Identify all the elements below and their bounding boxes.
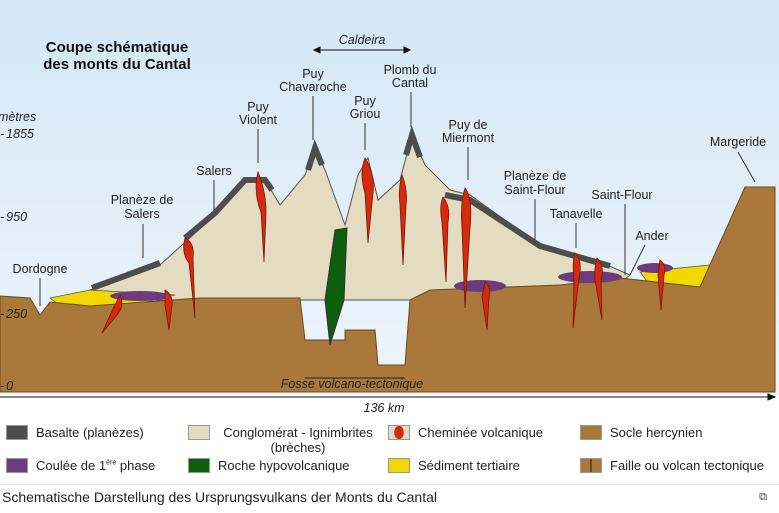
hypovolcanic-rock (324, 227, 348, 346)
basalt-layer (90, 260, 162, 291)
svg-text:Ander: Ander (635, 229, 668, 243)
axis-tick: -950 (0, 210, 27, 224)
basalt-layer (305, 139, 325, 171)
svg-text:Cantal: Cantal (392, 76, 428, 90)
svg-text:Griou: Griou (350, 107, 381, 121)
svg-text:Plomb du: Plomb du (384, 63, 437, 77)
svg-text:Puy: Puy (302, 67, 324, 81)
svg-text:Salers: Salers (124, 207, 159, 221)
conglomerate-swatch (188, 425, 210, 440)
svg-text:Puy: Puy (354, 94, 376, 108)
diagram-title: des monts du Cantal (43, 56, 191, 73)
image-caption: Schematische Darstellung des Ursprungsvu… (0, 484, 779, 513)
socle-swatch (580, 425, 602, 440)
basalt-layer (403, 125, 423, 159)
svg-text:Planèze de: Planèze de (111, 193, 174, 207)
enlarge-icon[interactable]: ⧉ (759, 491, 767, 503)
chimney-swatch (388, 425, 410, 440)
svg-text:Puy: Puy (247, 100, 269, 114)
axis-tick: -1855 (0, 127, 34, 141)
diagram-title: Coupe schématique (46, 39, 189, 56)
caldeira-label: Caldeira (339, 33, 386, 47)
axis-tick: -250 (0, 307, 27, 321)
svg-text:Tanavelle: Tanavelle (550, 207, 603, 221)
svg-text:Saint-Flour: Saint-Flour (504, 183, 565, 197)
flow-swatch (6, 458, 28, 473)
fosse-label: Fosse volcano-tectonique (281, 377, 423, 391)
legend-conglomerate: Conglomérat - Ignimbrites (brèches) (188, 425, 378, 455)
hypovolcanic-swatch (188, 458, 210, 473)
svg-text:Chavaroche: Chavaroche (279, 80, 346, 94)
svg-text:Puy de: Puy de (449, 118, 488, 132)
svg-text:Margeride: Margeride (710, 135, 766, 149)
svg-text:Dordogne: Dordogne (13, 262, 68, 276)
fault-swatch (580, 458, 602, 473)
volcanic-chimneys (101, 157, 666, 334)
svg-text:Planèze de: Planèze de (504, 169, 567, 183)
basalt-swatch (6, 425, 28, 440)
legend-basalt: Basalte (planèzes) (6, 425, 144, 440)
cantal-cross-section-diagram: Coupe schématique des monts du Cantal mè… (0, 0, 779, 415)
basalt-layer (183, 177, 275, 241)
legend-hypovolcanic: Roche hypovolcanique (188, 458, 350, 473)
svg-text:Violent: Violent (239, 113, 278, 127)
legend-sediment: Sédiment tertiaire (388, 458, 520, 473)
svg-text:Miermont: Miermont (442, 131, 495, 145)
legend-socle: Socle hercynien (580, 425, 703, 440)
legend-fault: Faille ou volcan tectonique (580, 458, 764, 473)
distance-arrow (0, 393, 777, 401)
svg-text:Salers: Salers (196, 164, 231, 178)
hercynian-basement (0, 186, 776, 393)
axis-tick: -0 (0, 379, 13, 393)
label-leader-lines (39, 92, 756, 306)
distance-label: 136 km (364, 401, 405, 415)
legend-flow: Coulée de 1ère phase (6, 458, 155, 473)
caldeira-arrow (312, 46, 412, 54)
legend-chimney: Cheminée volcanique (388, 425, 543, 440)
sediment-swatch (388, 458, 410, 473)
axis-unit: mètres (0, 110, 36, 124)
svg-text:Saint-Flour: Saint-Flour (591, 188, 652, 202)
